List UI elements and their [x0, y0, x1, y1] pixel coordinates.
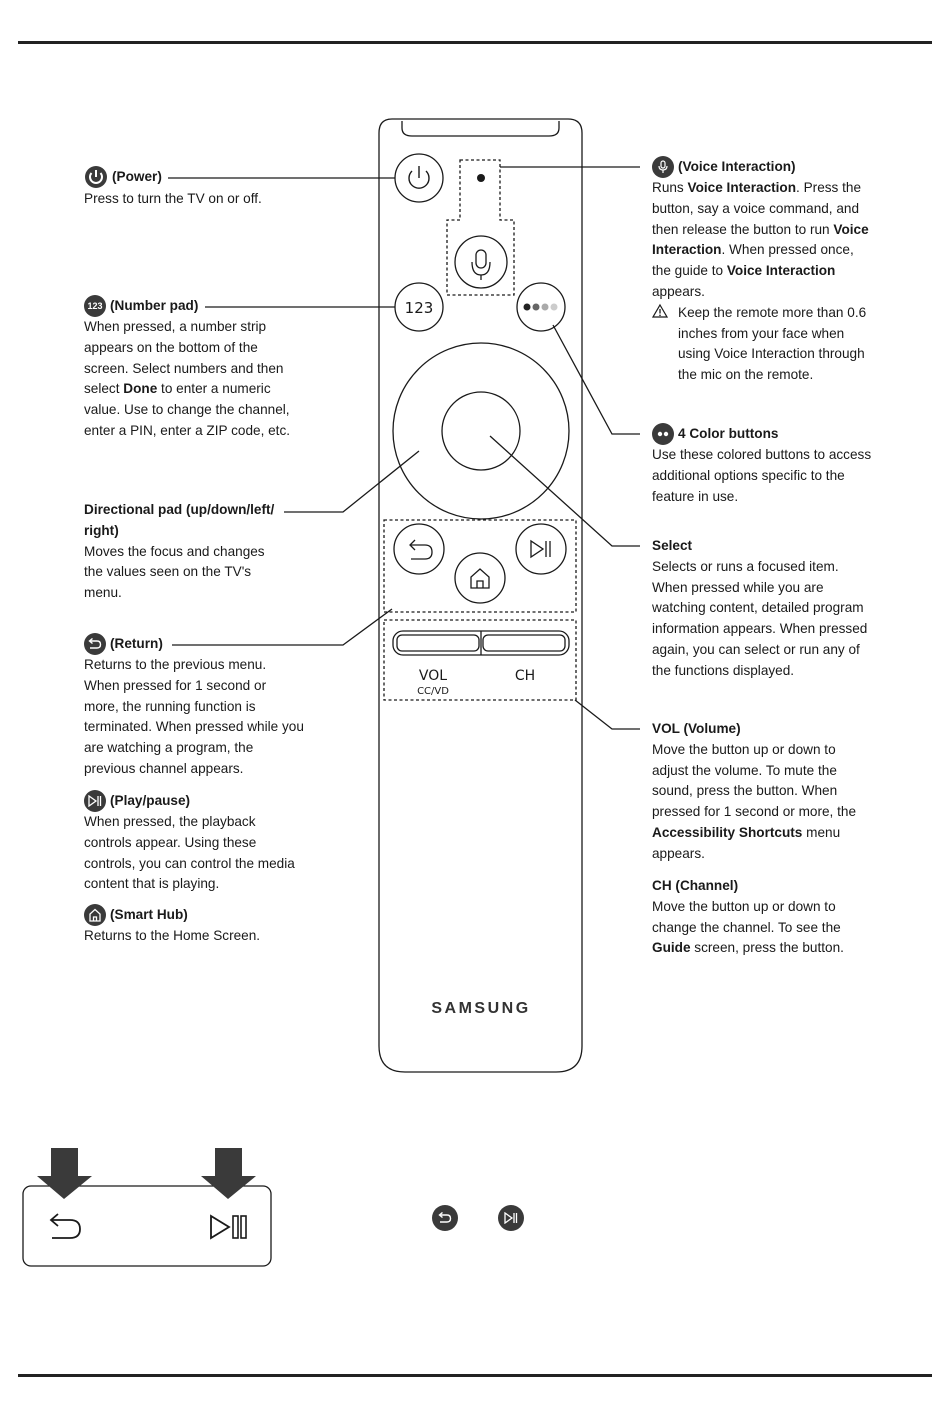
return-section: (Return) Returns to the previous menu. W… [84, 633, 304, 780]
dpad-desc: Moves the focus and changes the values s… [84, 543, 265, 601]
home-icon [84, 904, 106, 926]
numberpad-section: 123 (Number pad) When pressed, a number … [84, 295, 304, 442]
playpause-section: (Play/pause) When pressed, the playback … [84, 790, 304, 895]
bottom-inline-icons [432, 1205, 524, 1231]
return-icon-small [432, 1205, 458, 1231]
color-buttons-icon [652, 423, 674, 445]
voice-section: (Voice Interaction) Runs Voice Interacti… [651, 156, 874, 386]
numberpad-desc: When pressed, a number strip appears on … [84, 319, 291, 438]
bottom-illustration-box [22, 1185, 272, 1267]
ch-desc: Move the button up or down to change the… [652, 898, 844, 956]
playpause-title: (Play/pause) [110, 792, 191, 808]
remote-top-cap [401, 121, 560, 137]
bottom-rule [18, 1374, 932, 1377]
warning-icon [651, 303, 670, 386]
voice-title: (Voice Interaction) [678, 158, 796, 174]
leader-vol [574, 699, 640, 730]
return-title: (Return) [110, 635, 163, 651]
select-button-shape [441, 391, 521, 471]
colors-section: 4 Color buttons Use these colored button… [652, 423, 874, 507]
colors-title: 4 Color buttons [678, 425, 779, 441]
leader-select [489, 435, 640, 547]
remote-num-label: 123 [405, 299, 434, 317]
playpause-icon-small [498, 1205, 524, 1231]
playpause-button-shape [515, 523, 567, 575]
home-button-shape [454, 552, 506, 604]
voice-desc: Runs Voice Interaction. Press the button… [652, 180, 869, 299]
down-arrow-right [201, 1148, 256, 1199]
colors-desc: Use these colored buttons to access addi… [652, 447, 872, 504]
voice-note-text: Keep the remote more than 0.6 inches fro… [678, 304, 867, 383]
numberpad-title: (Number pad) [110, 297, 199, 313]
power-icon [84, 165, 108, 189]
mic-dot [477, 174, 485, 182]
power-section: (Power) Press to turn the TV on or off. [84, 165, 324, 210]
dpad-section: Directional pad (up/down/left/ right) Mo… [84, 500, 284, 604]
mic-icon [652, 156, 674, 178]
control-dashed-box [383, 519, 577, 613]
smarthub-desc: Returns to the Home Screen. [84, 928, 261, 943]
top-rule [18, 41, 932, 44]
down-arrow-left [37, 1148, 92, 1199]
vol-title: VOL (Volume) [652, 721, 741, 736]
number-pad-icon: 123 [84, 295, 106, 317]
remote-body [378, 118, 583, 1073]
ch-section: CH (Channel) Move the button up or down … [652, 876, 862, 959]
smarthub-section: (Smart Hub) Returns to the Home Screen. [84, 904, 304, 947]
power-title: (Power) [112, 168, 162, 184]
dpad-outer [392, 342, 570, 520]
return-desc: Returns to the previous menu. When press… [84, 657, 304, 776]
remote-vol-label: VOL [419, 668, 447, 684]
return-icon [84, 633, 106, 655]
volch-dashed-box [383, 619, 577, 701]
vol-desc: Move the button up or down to adjust the… [652, 741, 857, 861]
select-desc: Selects or runs a focused item. When pre… [652, 558, 868, 678]
ch-title: CH (Channel) [652, 878, 739, 893]
remote-brand: SAMSUNG [431, 1000, 530, 1017]
select-section: Select Selects or runs a focused item. W… [652, 536, 874, 682]
voice-button-shape [454, 235, 508, 289]
mic-dashed-region [446, 159, 515, 296]
return-button-shape [393, 523, 445, 575]
leader-dpad [284, 450, 420, 513]
playpause-icon [84, 790, 106, 812]
remote-ch-label: CH [515, 668, 535, 684]
dpad-title: Directional pad (up/down/left/ right) [84, 502, 275, 538]
color-button-shape [516, 282, 566, 332]
remote-cc-label: CC/VD [417, 686, 449, 697]
select-title: Select [652, 538, 693, 553]
power-desc: Press to turn the TV on or off. [84, 191, 262, 206]
smarthub-title: (Smart Hub) [110, 906, 188, 922]
vol-section: VOL (Volume) Move the button up or down … [652, 719, 862, 865]
leader-return [172, 608, 393, 646]
leader-colors [552, 324, 640, 435]
playpause-desc: When pressed, the playback controls appe… [84, 814, 295, 892]
voice-note: Keep the remote more than 0.6 inches fro… [651, 303, 874, 386]
